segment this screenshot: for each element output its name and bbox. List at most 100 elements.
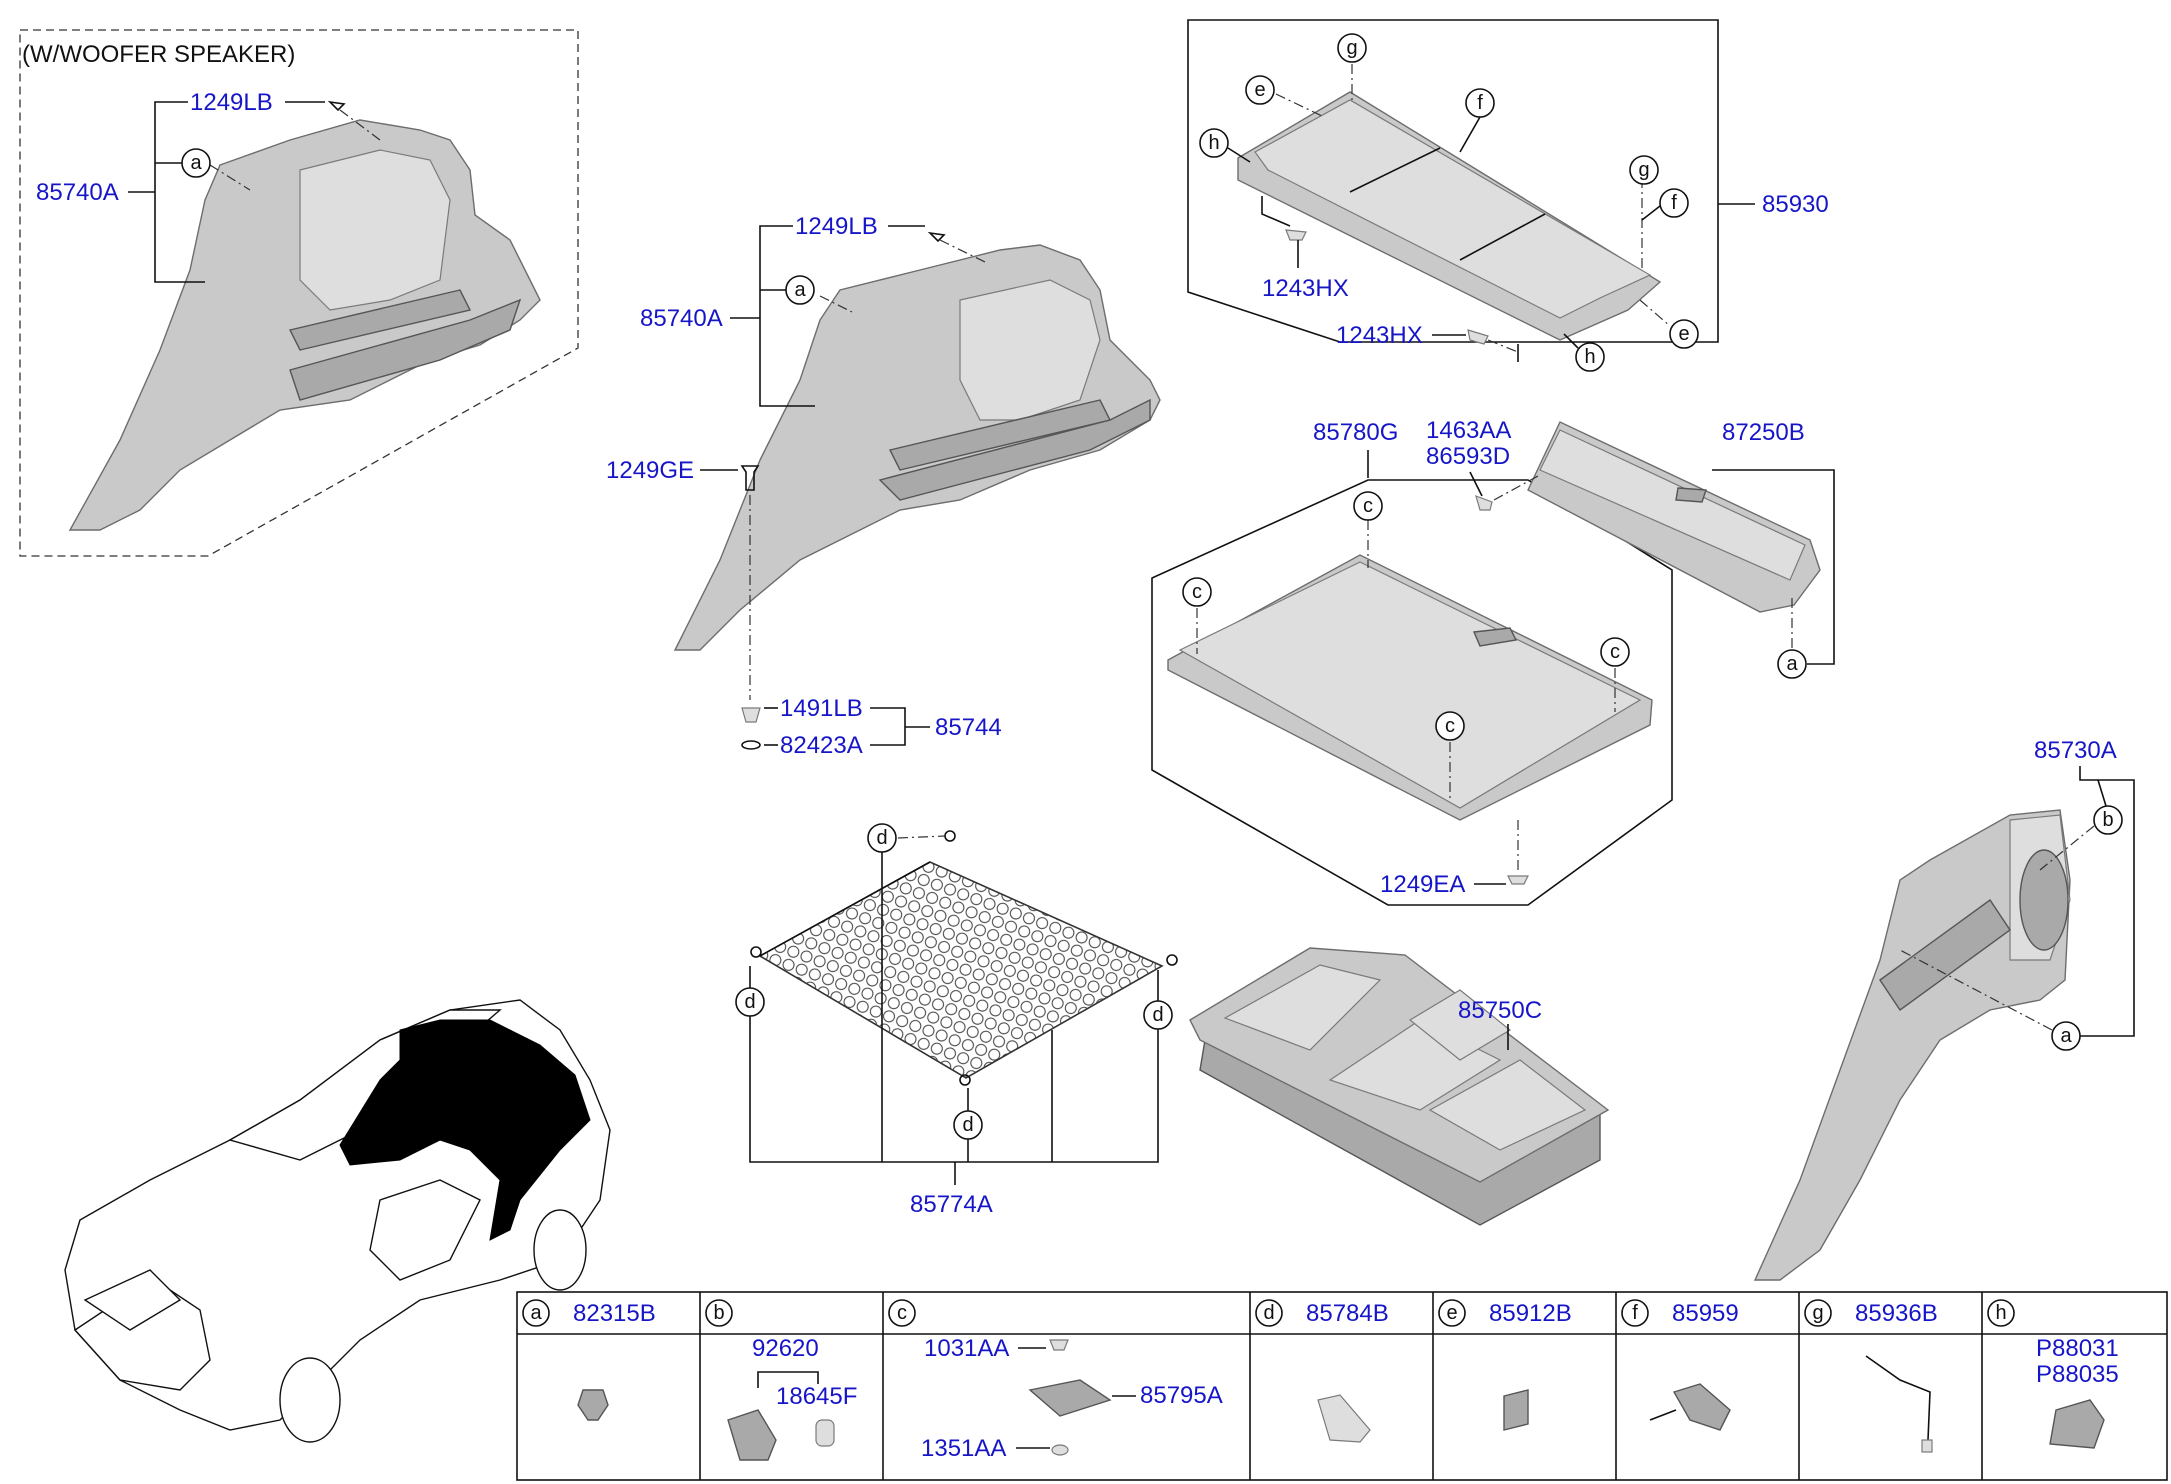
parts-legend-table: a 82315B b 92620 18645F c 1031AA 85795A … [516,1291,2168,1481]
svg-text:a: a [530,1302,542,1324]
svg-text:h: h [1995,1302,2006,1324]
woofer-variant-group: (W/WOOFER SPEAKER) 1249LB 85740A a [19,29,579,557]
legend-letter-d [1255,1299,1283,1327]
callout-1249lb-a: 1249LB [190,89,273,116]
letter-b-circle [2093,805,2123,835]
net-hook-right-icon [1166,954,1178,966]
cargo-net-group: d d d d 85774A [735,823,1178,1218]
main-quarter-trim-group: 1249LB 85740A a 1249GE 1491LB 82423A 857… [606,213,1161,759]
tray-compartment-3 [1428,1059,1587,1151]
woofer-variant-label: (W/WOOFER SPEAKER) [22,41,295,68]
nut-1351aa-icon [1051,1444,1069,1456]
svg-text:b: b [713,1302,724,1324]
svg-text:f: f [1671,192,1677,214]
letter-a-circle [785,275,815,305]
board-handle [1472,627,1518,647]
svg-text:d: d [876,827,887,849]
letter-h-circle [1199,128,1229,158]
letter-g-circle [1337,33,1367,63]
svg-text:d: d [1152,1004,1163,1026]
svg-text:d: d [744,991,755,1013]
svg-text:g: g [1346,37,1357,59]
vehicle-location-illustration [64,999,611,1443]
svg-text:c: c [1363,495,1373,517]
svg-text:a: a [2060,1025,2072,1047]
callout-1243hx-b: 1243HX [1336,322,1423,349]
svg-text:d: d [962,1114,973,1136]
callout-87250b: 87250B [1722,419,1805,446]
strap-85936b-icon [1865,1355,1931,1441]
clip-1463aa-icon [1475,495,1493,511]
svg-text:a: a [190,152,202,174]
callout-86593d: 86593D [1426,443,1510,470]
letter-a-circle-scuff [1777,649,1807,679]
shelf-board-top [1254,99,1652,319]
net-hook-left-icon [750,946,762,958]
tray-compartment-1 [1223,964,1382,1051]
screw-1249lb-b-icon [927,231,946,243]
legend-part-p88031: P88031 [2036,1335,2119,1362]
svg-text:c: c [1610,641,1620,663]
callout-85744: 85744 [935,714,1002,741]
screw-1243hx-a-icon [1285,229,1307,241]
washer-82423a-icon [741,740,761,750]
callout-1491lb: 1491LB [780,695,863,722]
letter-c-circle-2 [1182,577,1212,607]
legend-part-85784b: 85784B [1306,1300,1389,1327]
legend-part-82315b: 82315B [573,1300,656,1327]
callout-85774a: 85774A [910,1191,993,1218]
callout-85740a-a: 85740A [36,179,119,206]
svg-text:f: f [1632,1302,1638,1324]
legend-letter-b [705,1299,733,1327]
legend-part-1351aa: 1351AA [921,1435,1006,1462]
car-grille [83,1269,182,1331]
callout-1249ea: 1249EA [1380,871,1465,898]
net-hook-bottom-icon [959,1074,971,1086]
trim-lower-shelf [289,298,522,401]
legend-letter-h [1987,1299,2015,1327]
letter-c-circle [1353,491,1383,521]
legend-letter-c [888,1299,916,1327]
car-rear-wheel [533,1209,587,1291]
scuff-plate-group: 1463AA 86593D 87250B a [1426,417,1835,679]
callout-1249ge: 1249GE [606,457,694,484]
callout-1249lb-b: 1249LB [795,213,878,240]
luggage-board-top [1178,561,1642,809]
luggage-tray-group: 85750C [1189,947,1610,1226]
plate-85795a-icon [1028,1379,1112,1417]
svg-text:e: e [1446,1302,1457,1324]
legend-part-p88035: P88035 [2036,1361,2119,1388]
callout-1243hx-a: 1243HX [1262,275,1349,302]
svg-text:h: h [1208,132,1219,154]
hook-85784b-icon [1317,1394,1371,1443]
clip-82315b-icon [577,1389,609,1421]
cap-18645f-icon [815,1419,835,1447]
screw-1249ea-icon [1507,875,1529,885]
letter-c-circle-3 [1600,637,1630,667]
right-quarter-trim-group: 85730A b a [1753,737,2135,1281]
scuff-plate-top [1539,429,1806,581]
trim-speaker-cone [2019,849,2069,951]
svg-text:b: b [2102,809,2113,831]
callout-85930: 85930 [1762,191,1829,218]
net-hook-top-icon [944,830,956,842]
car-door [369,1179,481,1281]
svg-text:e: e [1678,323,1689,345]
trim-speaker-recess [299,149,451,311]
svg-text:e: e [1254,79,1265,101]
legend-part-1031aa: 1031AA [924,1335,1009,1362]
legend-part-85959: 85959 [1672,1300,1739,1327]
letter-a-circle-right [2051,1021,2081,1051]
svg-text:a: a [1786,653,1798,675]
cargo-area-highlight [339,1019,591,1241]
letter-e-circle [1245,75,1275,105]
svg-text:c: c [897,1302,907,1324]
legend-letter-g [1804,1299,1832,1327]
callout-85730a: 85730A [2034,737,2117,764]
legend-part-85795a: 85795A [1140,1382,1223,1409]
bracket-92620-icon [727,1409,777,1461]
legend-part-85912b: 85912B [1489,1300,1572,1327]
legend-letter-e [1438,1299,1466,1327]
letter-g-circle-2 [1629,155,1659,185]
